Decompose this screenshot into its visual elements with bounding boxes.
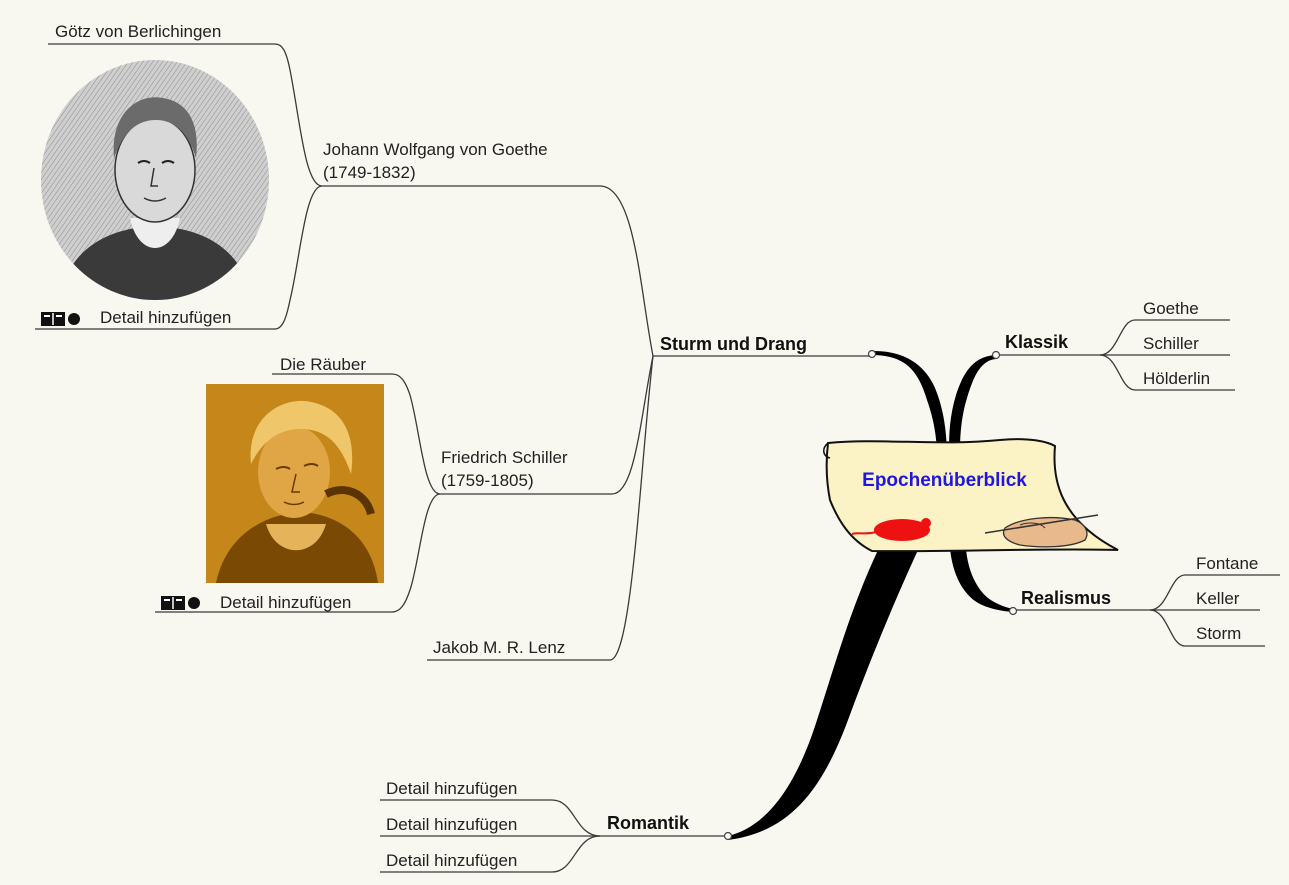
goethe-portrait-icon [41, 60, 269, 300]
branch-romantik [728, 550, 918, 840]
node-goethe-work[interactable]: Götz von Berlichingen [55, 22, 222, 41]
klassik-item-goethe[interactable]: Goethe [1143, 299, 1199, 318]
node-lenz[interactable]: Jakob M. R. Lenz [433, 638, 566, 657]
branch-realismus [950, 548, 1013, 612]
branch-klassik [949, 355, 996, 450]
realismus-item-storm[interactable]: Storm [1196, 624, 1242, 643]
realismus-item-fontane[interactable]: Fontane [1196, 554, 1259, 573]
klassik-item-schiller[interactable]: Schiller [1143, 334, 1199, 353]
node-goethe-detail[interactable]: Detail hinzufügen [100, 308, 232, 327]
branch-sturm-und-drang [874, 351, 947, 450]
node-schiller-detail[interactable]: Detail hinzufügen [220, 593, 352, 612]
node-schiller-work[interactable]: Die Räuber [280, 355, 366, 374]
romantik-item-detail-1[interactable]: Detail hinzufügen [386, 779, 518, 798]
klassik-item-hoelderlin[interactable]: Hölderlin [1143, 369, 1211, 388]
node-schiller-years: (1759-1805) [441, 471, 534, 490]
node-goethe-name[interactable]: Johann Wolfgang von Goethe [323, 140, 548, 159]
book-and-dot-icon[interactable] [160, 594, 204, 612]
branch-label-sturm-und-drang[interactable]: Sturm und Drang [660, 334, 807, 354]
schiller-portrait-icon [206, 384, 384, 583]
scroll-with-hand-and-rat-icon [823, 438, 1119, 553]
branch-label-realismus[interactable]: Realismus [1021, 588, 1112, 608]
romantik-item-detail-3[interactable]: Detail hinzufügen [386, 851, 518, 870]
branch-label-klassik[interactable]: Klassik [1005, 332, 1069, 352]
realismus-item-keller[interactable]: Keller [1196, 589, 1240, 608]
node-schiller-name[interactable]: Friedrich Schiller [441, 448, 568, 467]
center-topic-label[interactable]: Epochenüberblick [862, 470, 1027, 491]
branch-label-romantik[interactable]: Romantik [607, 813, 690, 833]
node-goethe-years: (1749-1832) [323, 163, 416, 182]
romantik-item-detail-2[interactable]: Detail hinzufügen [386, 815, 518, 834]
book-and-dot-icon[interactable] [40, 310, 84, 328]
